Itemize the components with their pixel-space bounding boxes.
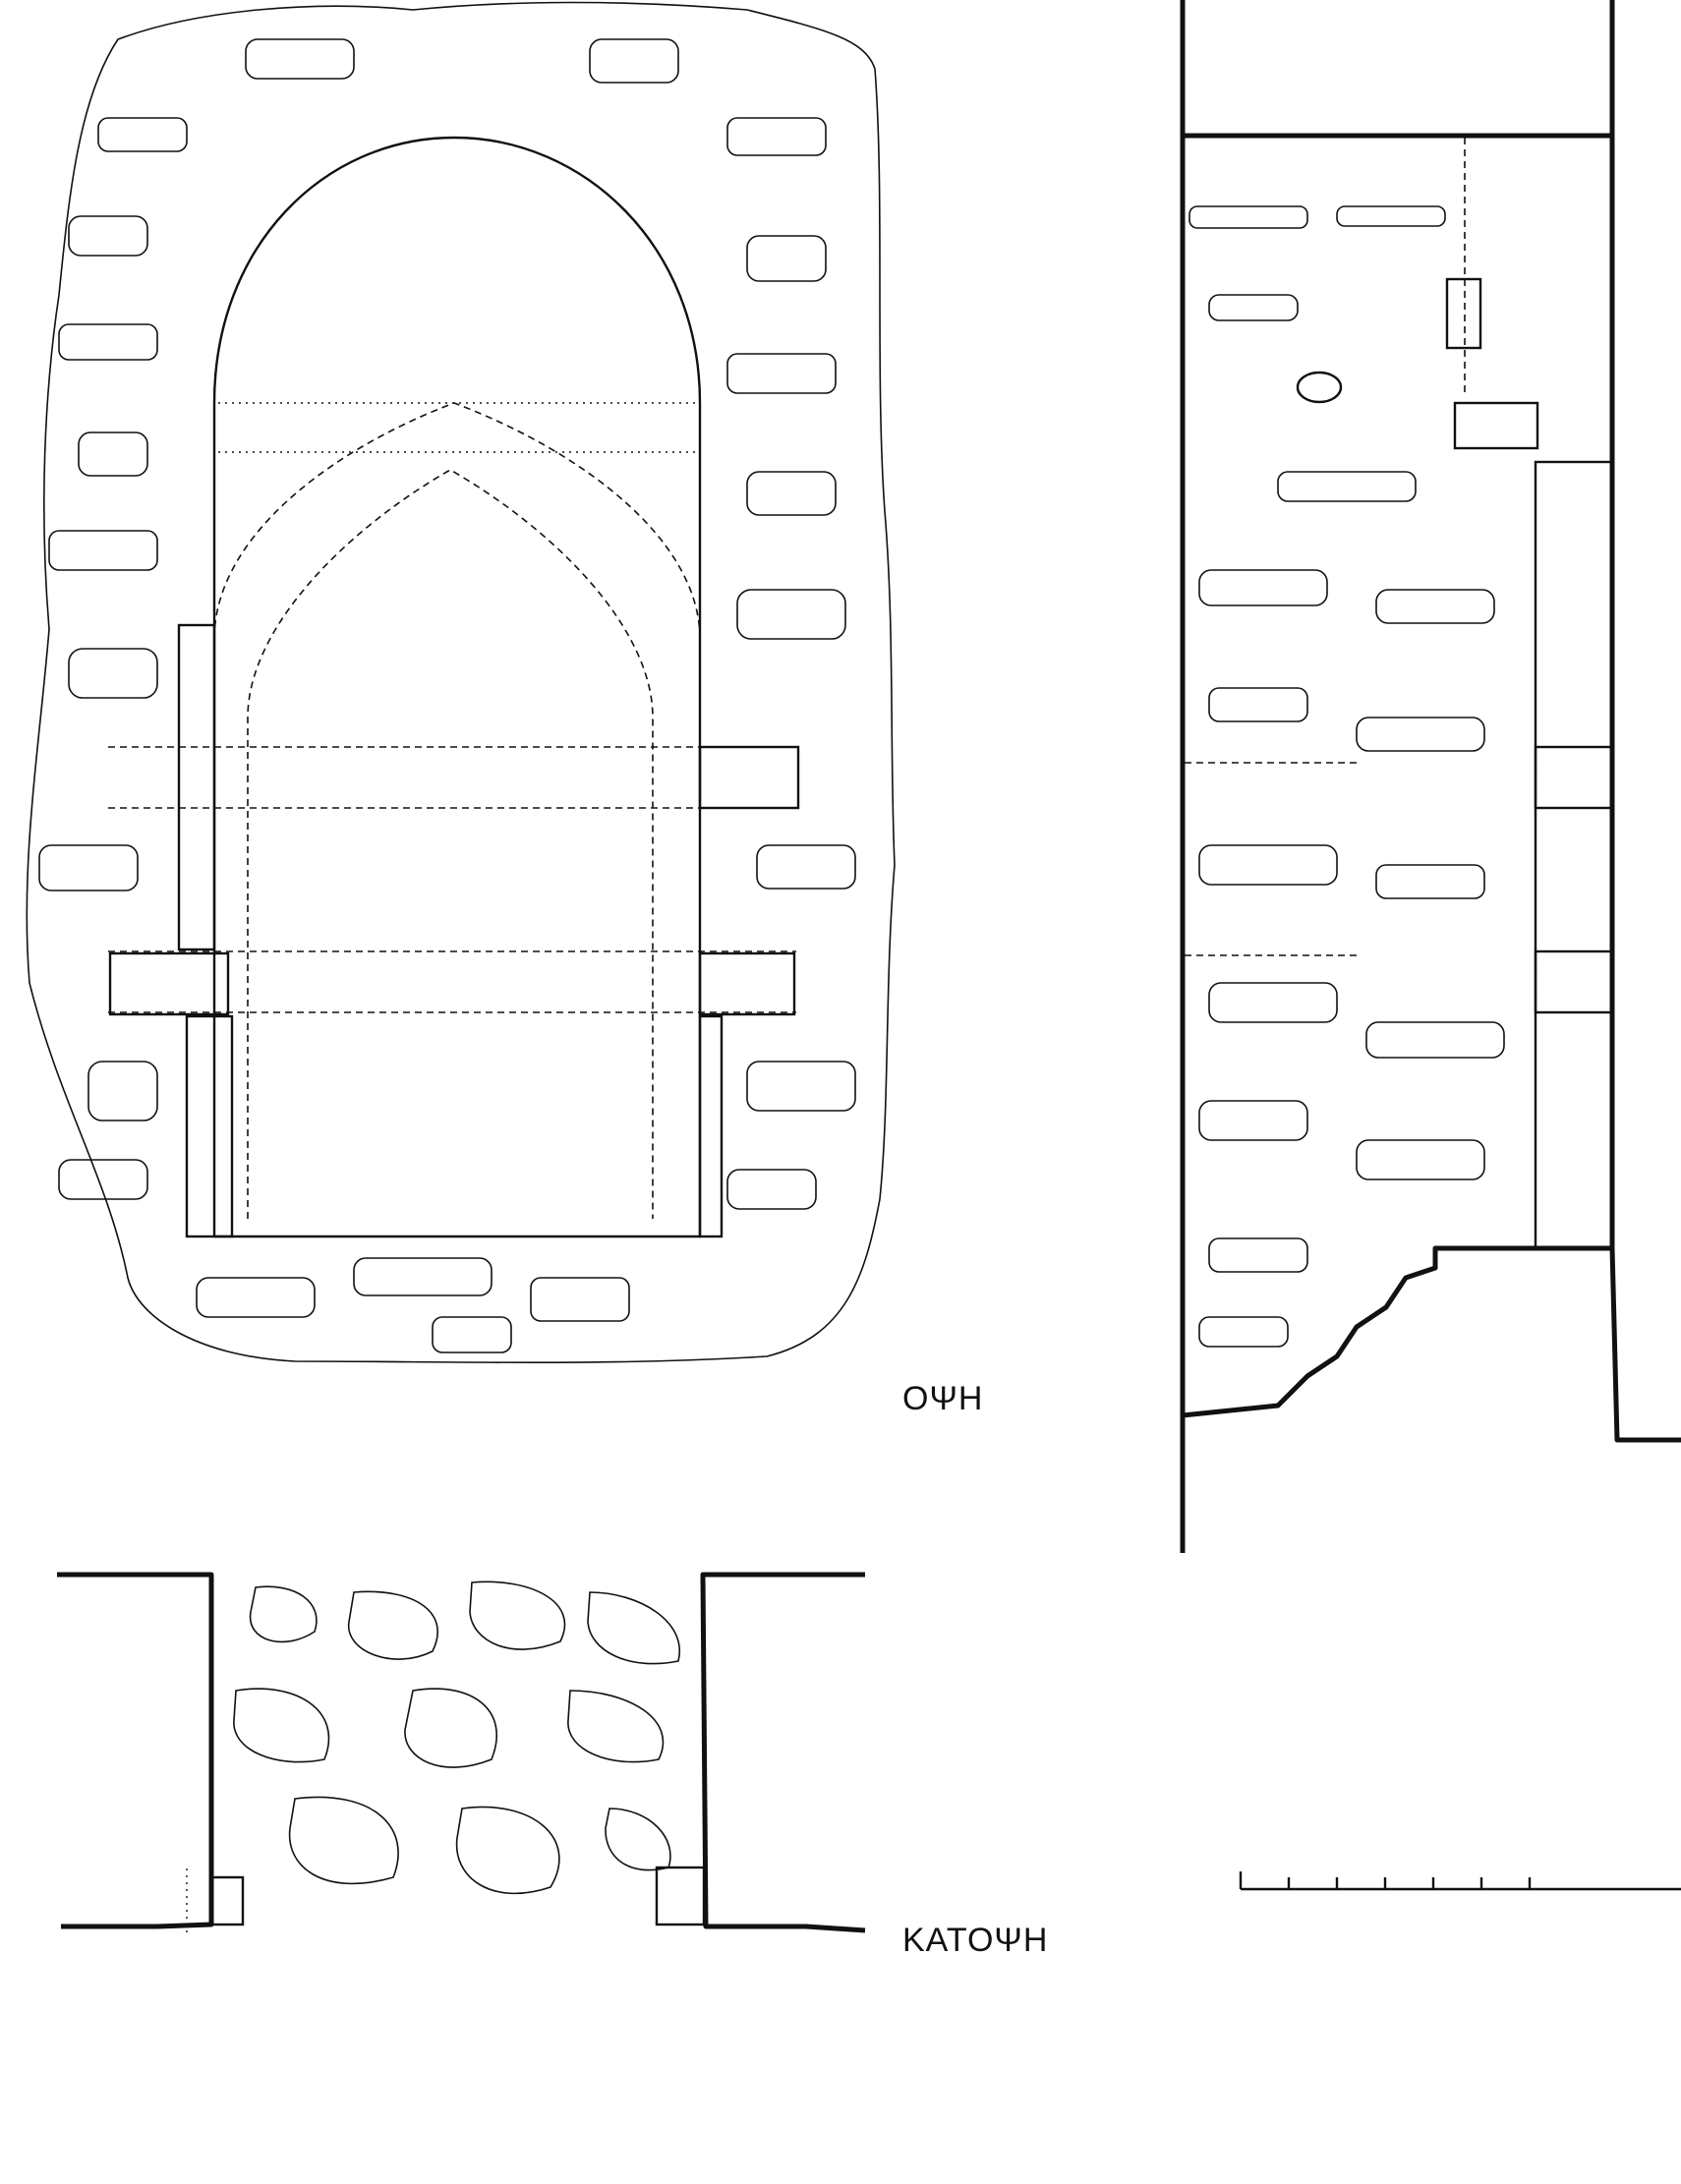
left-sill-block [108, 951, 230, 1016]
gothic-arch-inner [247, 469, 654, 1219]
plan-right-jamb-block [655, 1866, 706, 1926]
plan-drawing [57, 1572, 866, 1933]
left-jamb-column [177, 623, 216, 951]
section-wall-outline [1180, 136, 1681, 1443]
section-jamb-strip [1534, 460, 1614, 1250]
hatched-block-lower [1453, 401, 1539, 450]
masonry-stones [38, 38, 856, 1353]
section-drawing [1180, 0, 1681, 1553]
plan-label: ΚΑΤΟΨΗ [902, 1922, 1049, 1959]
right-lower-jamb [698, 1014, 724, 1238]
plan-rubble-stones [233, 1581, 681, 1895]
plan-left-wall [57, 1572, 214, 1929]
gothic-arch-outer [213, 402, 701, 640]
hatched-oval [1296, 371, 1343, 404]
scale-bar-ticks [1239, 1871, 1532, 1889]
right-sill-block [698, 951, 796, 1016]
masonry-outline [26, 1, 896, 1364]
section-capital-block [1534, 745, 1614, 810]
window-opening [212, 136, 702, 1238]
elevation-label: ΟΨΗ [902, 1380, 984, 1417]
elevation-drawing [26, 1, 896, 1364]
plan-left-jamb-small [209, 1875, 245, 1926]
scale-bar [1239, 1871, 1681, 1891]
left-lower-jamb [185, 1014, 234, 1238]
hatched-block-upper [1445, 277, 1482, 350]
plan-right-wall [700, 1572, 866, 1933]
section-masonry [1188, 205, 1505, 1348]
section-sill-block [1534, 949, 1614, 1014]
section-top-outline [1180, 0, 1615, 139]
right-capital-block [698, 745, 800, 810]
